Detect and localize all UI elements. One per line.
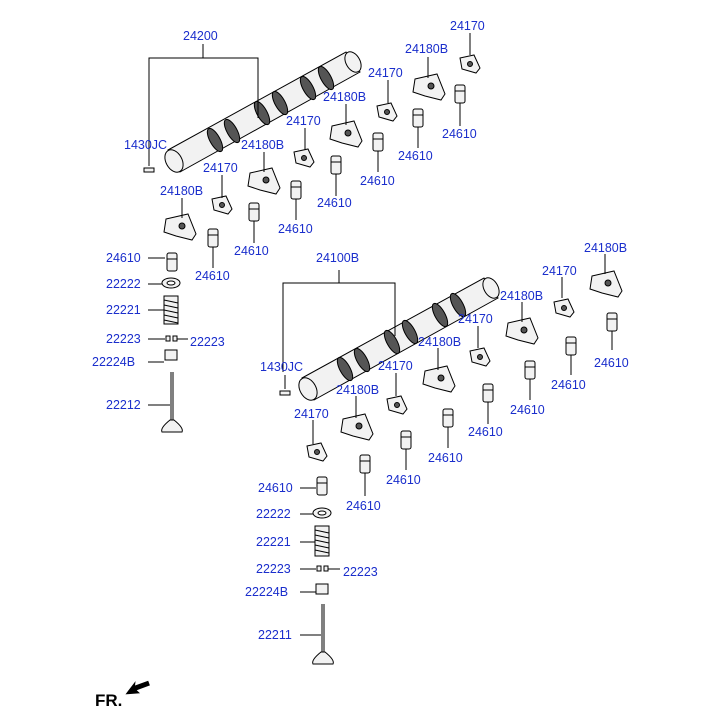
label-24610: 24610 (258, 481, 293, 495)
rocker-arm-shape (247, 167, 281, 195)
label-24610: 24610 (398, 149, 433, 163)
label-24170: 24170 (542, 264, 577, 278)
upper-valve-stack (161, 277, 183, 433)
rocker-small-shape (376, 102, 398, 122)
label-24610: 24610 (106, 251, 141, 265)
leader-lines (148, 33, 613, 636)
label-24180b: 24180B (500, 289, 543, 303)
label-24170: 24170 (203, 161, 238, 175)
label-24170: 24170 (368, 66, 403, 80)
label-24610: 24610 (346, 499, 381, 513)
label-22223: 22223 (106, 332, 141, 346)
lower-camshaft-bracket (282, 270, 396, 372)
rocker-small-shape (459, 54, 481, 74)
label-24610: 24610 (195, 269, 230, 283)
label-22212: 22212 (106, 398, 141, 412)
label-24200: 24200 (183, 29, 218, 43)
upper-labels: 24200 1430JC 24170 24180B 24170 24180B 2… (92, 19, 485, 412)
label-24610: 24610 (386, 473, 421, 487)
front-indicator: FR. (95, 680, 150, 710)
label-22223: 22223 (343, 565, 378, 579)
lower-labels: 24100B 1430JC 24180B 24170 24180B 24170 … (245, 241, 629, 642)
rocker-small-shape (211, 195, 233, 215)
label-24170: 24170 (450, 19, 485, 33)
label-22222: 22222 (106, 277, 141, 291)
label-24180b: 24180B (160, 184, 203, 198)
lower-rocker-arms (306, 270, 623, 462)
label-24610: 24610 (594, 356, 629, 370)
upper-lash-adjusters (166, 84, 466, 272)
label-22223: 22223 (256, 562, 291, 576)
label-1430jc-lower: 1430JC (260, 360, 303, 374)
lower-lash-adjusters (316, 312, 618, 496)
label-24610: 24610 (551, 378, 586, 392)
label-24180b: 24180B (336, 383, 379, 397)
label-24610: 24610 (234, 244, 269, 258)
rocker-arm-shape (163, 213, 197, 241)
label-1430jc-upper: 1430JC (124, 138, 167, 152)
label-22221: 22221 (256, 535, 291, 549)
lower-camshaft (298, 277, 500, 401)
label-24100b: 24100B (316, 251, 359, 265)
label-24610: 24610 (278, 222, 313, 236)
front-label: FR. (95, 691, 122, 710)
label-24180b: 24180B (323, 90, 366, 104)
upper-dowel-pin (143, 152, 155, 173)
label-22224b: 22224B (245, 585, 288, 599)
label-22224b: 22224B (92, 355, 135, 369)
upper-rocker-arms (163, 54, 481, 241)
label-24170: 24170 (294, 407, 329, 421)
label-24610: 24610 (442, 127, 477, 141)
label-24610: 24610 (510, 403, 545, 417)
lower-valve-stack (312, 507, 334, 665)
label-24180b: 24180B (241, 138, 284, 152)
label-22211: 22211 (258, 628, 292, 642)
rocker-arm-shape (329, 120, 363, 148)
label-24610: 24610 (468, 425, 503, 439)
label-24170: 24170 (458, 312, 493, 326)
lower-dowel-pin (279, 375, 291, 396)
label-22222: 22222 (256, 507, 291, 521)
arrow-icon (125, 680, 150, 695)
label-24170: 24170 (378, 359, 413, 373)
label-22221: 22221 (106, 303, 141, 317)
upper-camshaft-bracket (148, 44, 259, 165)
label-24180b: 24180B (418, 335, 461, 349)
rocker-small-shape (293, 148, 315, 168)
label-24610: 24610 (317, 196, 352, 210)
label-24610: 24610 (428, 451, 463, 465)
label-22223: 22223 (190, 335, 225, 349)
label-24180b: 24180B (405, 42, 448, 56)
label-24170: 24170 (286, 114, 321, 128)
label-24180b: 24180B (584, 241, 627, 255)
rocker-arm-shape (412, 73, 446, 101)
label-24610: 24610 (360, 174, 395, 188)
